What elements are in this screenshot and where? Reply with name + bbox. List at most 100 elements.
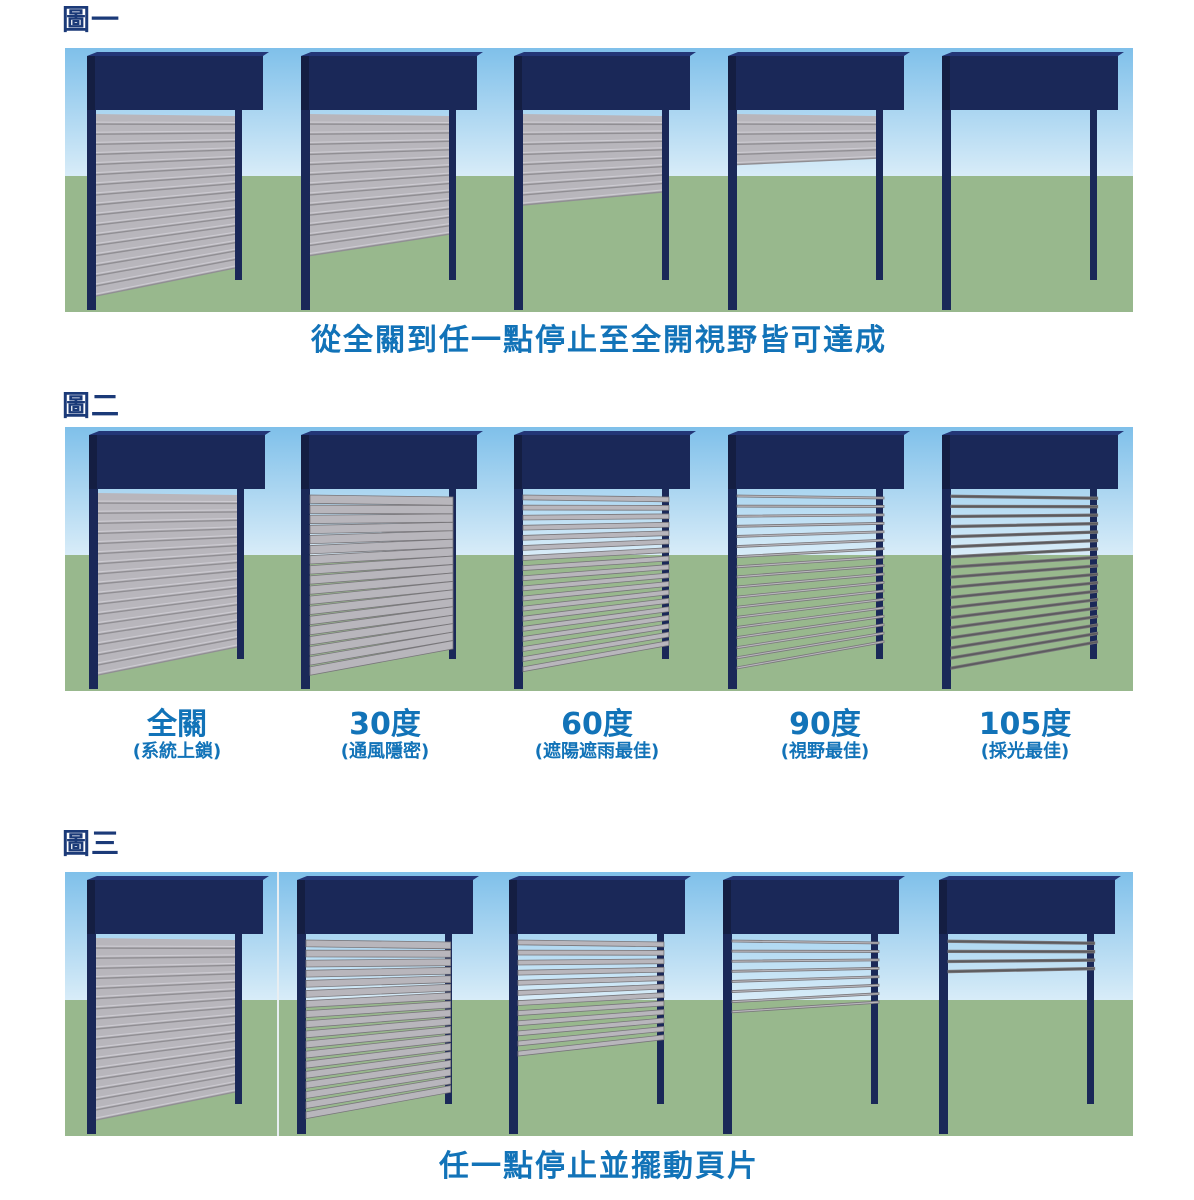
- slat: [522, 581, 670, 602]
- shutter-unit: [728, 431, 910, 689]
- shutter-unit: [942, 431, 1124, 689]
- housing-box: [509, 880, 685, 934]
- slat-seam: [95, 1023, 236, 1040]
- slat: [736, 494, 885, 500]
- slat-seam: [95, 208, 236, 226]
- housing-side: [942, 435, 950, 489]
- slat: [736, 631, 885, 660]
- slat: [305, 1017, 452, 1039]
- slat: [517, 1009, 665, 1027]
- slat: [736, 547, 885, 559]
- slat-seam: [97, 519, 238, 525]
- slat: [736, 538, 885, 548]
- slat-highlight: [97, 534, 238, 543]
- slat-seam: [95, 182, 236, 196]
- slat-seam: [97, 561, 238, 575]
- left-post: [514, 110, 523, 310]
- housing-side: [728, 56, 736, 110]
- slat-seam: [95, 1057, 236, 1081]
- slat: [950, 547, 1099, 559]
- slat-highlight: [97, 644, 238, 674]
- left-post: [301, 110, 310, 310]
- left-post: [89, 489, 98, 689]
- slat: [736, 589, 885, 609]
- slat: [947, 966, 1096, 974]
- slat: [950, 589, 1099, 610]
- slat-seam: [97, 646, 238, 676]
- housing-top: [297, 876, 479, 880]
- slat-seam: [97, 620, 238, 646]
- slat: [522, 547, 670, 561]
- slat: [731, 992, 880, 1004]
- slat: [522, 513, 670, 521]
- slat-seam: [95, 1015, 236, 1030]
- slat: [305, 1051, 452, 1079]
- slat-seam: [95, 1040, 236, 1061]
- slat: [305, 966, 452, 978]
- slat: [305, 1059, 452, 1089]
- slat-highlight: [522, 138, 663, 143]
- housing-side: [87, 56, 95, 110]
- slat: [522, 572, 670, 592]
- slat: [731, 958, 880, 963]
- slat-seam: [97, 570, 238, 585]
- slat: [947, 949, 1096, 954]
- slat-highlight: [309, 172, 450, 184]
- slat-highlight: [309, 231, 450, 255]
- housing-box: [297, 880, 473, 934]
- slat-highlight: [95, 988, 236, 998]
- slat: [309, 504, 454, 515]
- slat-highlight: [95, 971, 236, 977]
- slat-highlight: [95, 1081, 236, 1109]
- slat: [950, 538, 1099, 549]
- slat-highlight: [95, 172, 236, 184]
- housing-box: [728, 435, 904, 489]
- angle-title: 全關: [147, 707, 207, 742]
- slat-seam: [95, 132, 236, 135]
- slat: [950, 555, 1099, 569]
- slat: [950, 606, 1099, 630]
- housing-top: [89, 431, 271, 435]
- housing-top: [514, 431, 696, 435]
- slat-seam: [95, 250, 236, 277]
- slat-seam: [95, 1065, 236, 1091]
- housing-box: [728, 56, 904, 110]
- slat-seam: [97, 578, 238, 595]
- slat-highlight: [95, 223, 236, 244]
- housing-box: [723, 880, 899, 934]
- slat-highlight: [95, 197, 236, 214]
- left-post: [514, 489, 523, 689]
- figure-2-illustration: [65, 427, 1133, 691]
- right-post: [1090, 106, 1097, 280]
- slat: [305, 1026, 452, 1049]
- slat-seam: [97, 637, 238, 666]
- housing-side: [514, 435, 522, 489]
- slat-highlight: [97, 610, 238, 634]
- slat-highlight: [95, 257, 236, 285]
- slat-highlight: [97, 517, 238, 522]
- housing-side: [301, 435, 309, 489]
- left-post: [942, 110, 951, 310]
- slat-seam: [522, 140, 663, 146]
- slat-seam: [736, 140, 877, 146]
- housing-side: [89, 435, 97, 489]
- left-post: [297, 934, 306, 1134]
- slat: [736, 513, 885, 518]
- housing-top: [723, 876, 905, 880]
- left-post: [942, 489, 951, 689]
- slat-highlight: [95, 164, 236, 174]
- housing-top: [514, 52, 696, 56]
- slat-seam: [309, 233, 450, 257]
- slat: [950, 530, 1099, 539]
- slat-seam: [95, 267, 236, 297]
- angle-label-105: 105度 (採光最佳): [925, 708, 1125, 763]
- slat: [522, 494, 670, 503]
- left-post: [87, 934, 96, 1134]
- angle-label-closed: 全關 (系統上鎖): [77, 708, 277, 763]
- slat-seam: [95, 981, 236, 990]
- slat-highlight: [309, 130, 450, 133]
- slat: [736, 606, 885, 629]
- slat-highlight: [97, 509, 238, 512]
- shutter-curtain: [737, 114, 876, 165]
- figure-3-label: 圖三: [62, 827, 121, 860]
